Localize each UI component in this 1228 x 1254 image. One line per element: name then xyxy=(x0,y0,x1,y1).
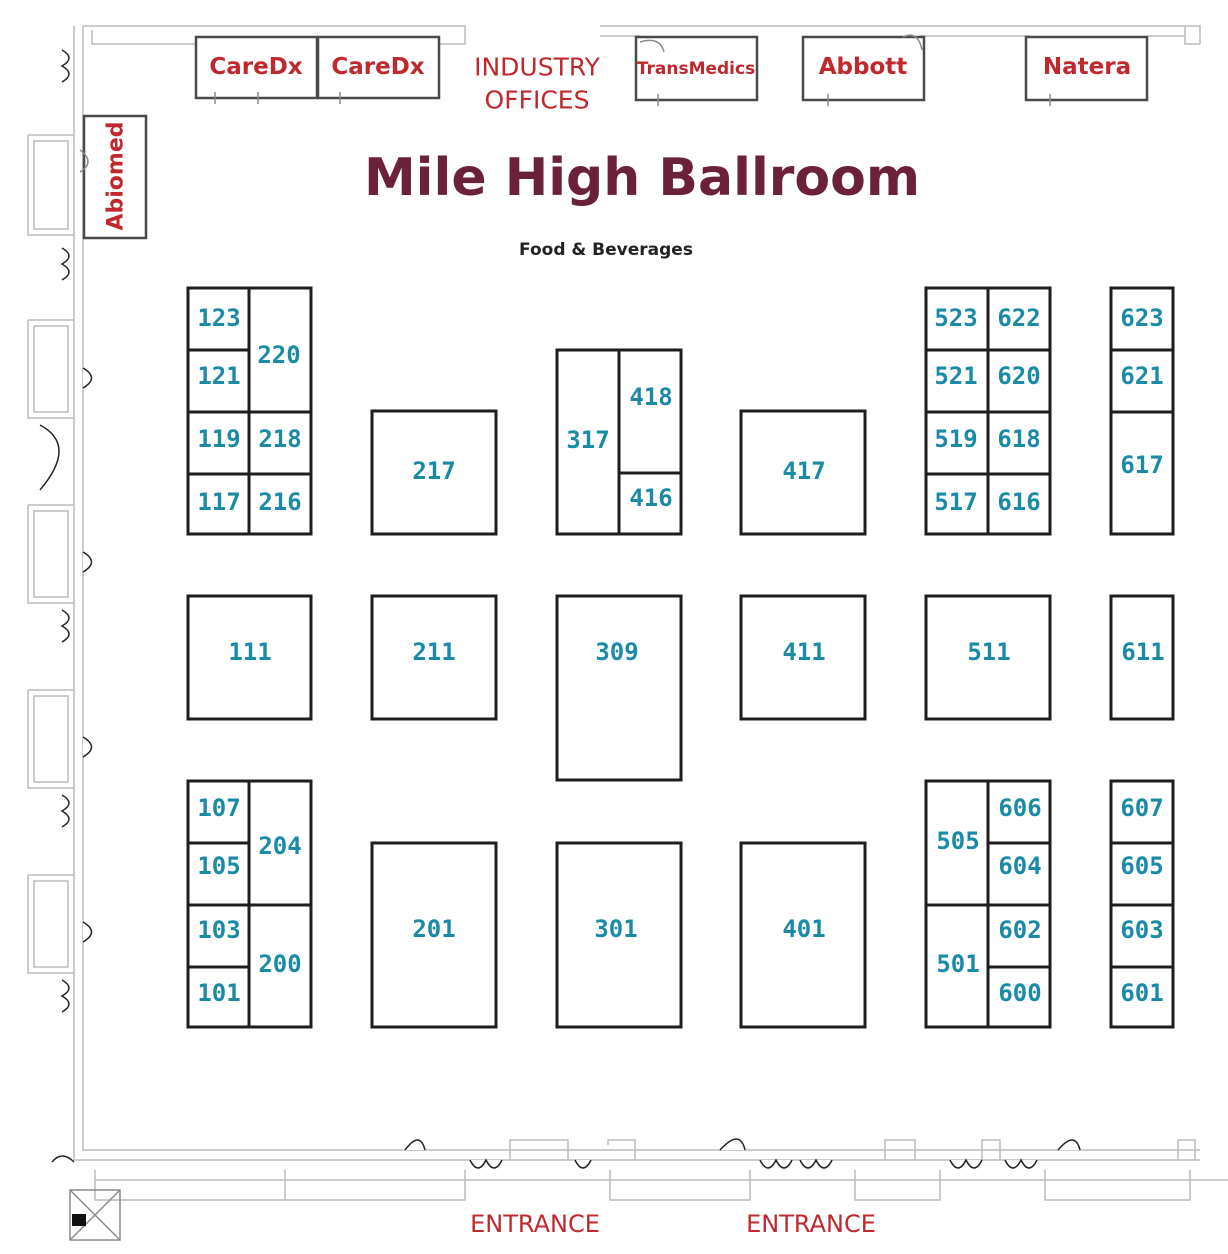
booth-216: 216 xyxy=(258,488,301,516)
booth-517: 517 xyxy=(934,488,977,516)
booth-204: 204 xyxy=(258,832,301,860)
booth-607: 607 xyxy=(1120,794,1163,822)
booth-200: 200 xyxy=(258,950,301,978)
booth-417: 417 xyxy=(782,457,825,485)
booth-301: 301 xyxy=(594,915,637,943)
booth-605: 605 xyxy=(1120,852,1163,880)
booth-117: 117 xyxy=(197,488,240,516)
booth-101: 101 xyxy=(197,979,240,1007)
building-walls xyxy=(27,25,1228,1241)
booth-317: 317 xyxy=(566,426,609,454)
booth-218: 218 xyxy=(258,425,301,453)
booth-411: 411 xyxy=(782,638,825,666)
booth-418: 418 xyxy=(629,383,672,411)
office-transmedics: TransMedics xyxy=(637,59,755,79)
office-caredx-2: CareDx xyxy=(331,54,424,80)
booth-602: 602 xyxy=(998,916,1041,944)
office-natera: Natera xyxy=(1043,54,1131,80)
booth-519: 519 xyxy=(934,425,977,453)
booth-505: 505 xyxy=(936,827,979,855)
booth-105: 105 xyxy=(197,852,240,880)
booth-201: 201 xyxy=(412,915,455,943)
booth-618: 618 xyxy=(997,425,1040,453)
booth-616: 616 xyxy=(997,488,1040,516)
office-caredx-1: CareDx xyxy=(209,54,302,80)
booth-604: 604 xyxy=(998,852,1041,880)
booth-501: 501 xyxy=(936,950,979,978)
booth-416: 416 xyxy=(629,484,672,512)
booth-622: 622 xyxy=(997,304,1040,332)
entrance-label-left: ENTRANCE xyxy=(470,1210,600,1238)
booth-617: 617 xyxy=(1120,451,1163,479)
booth-523: 523 xyxy=(934,304,977,332)
booth-309: 309 xyxy=(595,638,638,666)
booth-121: 121 xyxy=(197,362,240,390)
page-title: Mile High Ballroom xyxy=(364,148,920,208)
bottom-wall-doors xyxy=(404,1138,1081,1169)
booth-620: 620 xyxy=(997,362,1040,390)
booth-111: 111 xyxy=(228,638,271,666)
food-beverages-label: Food & Beverages xyxy=(519,240,693,260)
industry-offices-label-line1: INDUSTRY xyxy=(474,53,601,82)
booth-606: 606 xyxy=(998,794,1041,822)
booth-107: 107 xyxy=(197,794,240,822)
booth-611: 611 xyxy=(1121,638,1164,666)
booth-601: 601 xyxy=(1120,979,1163,1007)
booth-621: 621 xyxy=(1120,362,1163,390)
booth-600: 600 xyxy=(998,979,1041,1007)
booth-521: 521 xyxy=(934,362,977,390)
office-abbott: Abbott xyxy=(819,54,908,80)
booth-211: 211 xyxy=(412,638,455,666)
booth-103: 103 xyxy=(197,916,240,944)
left-wall-doors xyxy=(39,49,93,1163)
booth-220: 220 xyxy=(257,341,300,369)
booth-217: 217 xyxy=(412,457,455,485)
booth-603: 603 xyxy=(1120,916,1163,944)
industry-offices-label-line2: OFFICES xyxy=(485,86,590,115)
booth-401: 401 xyxy=(782,915,825,943)
industry-offices xyxy=(79,34,1149,240)
office-abiomed: Abiomed xyxy=(104,121,129,230)
entrance-label-right: ENTRANCE xyxy=(746,1210,876,1238)
booth-623: 623 xyxy=(1120,304,1163,332)
booths xyxy=(186,286,1175,1029)
booth-511: 511 xyxy=(967,638,1010,666)
booth-119: 119 xyxy=(197,425,240,453)
booth-123: 123 xyxy=(197,304,240,332)
